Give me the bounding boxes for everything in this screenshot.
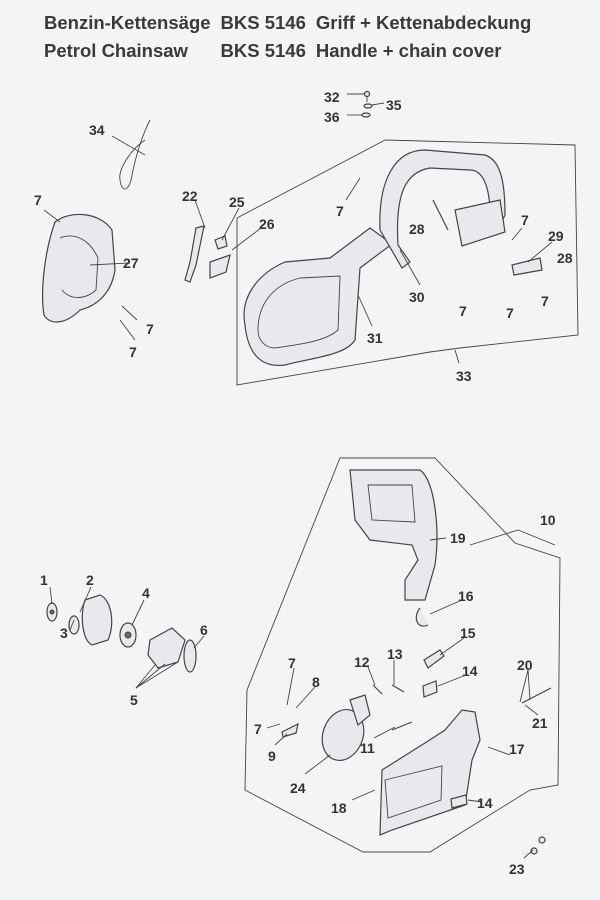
title-section-en: Handle + chain cover bbox=[315, 40, 502, 61]
part-25 bbox=[214, 235, 228, 250]
label-29: 29 bbox=[548, 228, 564, 244]
screw-parts-32-36 bbox=[347, 90, 385, 118]
label-31: 31 bbox=[367, 330, 383, 346]
label-6: 6 bbox=[200, 622, 208, 638]
label-18: 18 bbox=[331, 800, 347, 816]
label-23: 23 bbox=[509, 861, 525, 877]
label-9: 9 bbox=[268, 748, 276, 764]
label-4: 4 bbox=[142, 585, 150, 601]
part-24-brake-band bbox=[321, 709, 365, 761]
clutch-parts bbox=[46, 594, 197, 673]
label-3: 3 bbox=[60, 625, 68, 641]
label-17: 17 bbox=[509, 741, 525, 757]
part-31-rear-handle bbox=[243, 227, 394, 367]
label-7: 7 bbox=[129, 344, 137, 360]
label-7: 7 bbox=[254, 721, 262, 737]
spring-29 bbox=[511, 257, 543, 276]
part-12-pin bbox=[372, 684, 383, 695]
part-number-labels: 32 35 36 34 7 22 25 26 7 28 7 29 28 27 3… bbox=[34, 89, 573, 877]
label-2: 2 bbox=[86, 572, 94, 588]
part-13-screw bbox=[391, 684, 405, 693]
part-14-lower bbox=[450, 794, 468, 809]
label-24: 24 bbox=[290, 780, 306, 796]
part-20-bolt bbox=[521, 687, 552, 704]
label-7: 7 bbox=[459, 303, 467, 319]
label-14: 14 bbox=[477, 795, 493, 811]
title-section-de: Griff + Kettenabdeckung bbox=[315, 12, 532, 33]
part-9-lever bbox=[281, 722, 299, 738]
label-7: 7 bbox=[336, 203, 344, 219]
part-24-linkage bbox=[349, 694, 371, 727]
part-14-upper bbox=[422, 680, 438, 698]
title-model-de: BKS 5146 bbox=[220, 12, 306, 33]
label-1: 1 bbox=[40, 572, 48, 588]
cable-34 bbox=[119, 119, 151, 190]
assembly-33-outline bbox=[236, 139, 579, 386]
part-27-cover bbox=[42, 213, 116, 323]
label-14: 14 bbox=[462, 663, 478, 679]
part-16-spring bbox=[415, 607, 429, 627]
label-8: 8 bbox=[312, 674, 320, 690]
label-26: 26 bbox=[259, 216, 275, 232]
part-30-bracket bbox=[454, 199, 506, 247]
part-23-nut bbox=[538, 836, 546, 844]
label-34: 34 bbox=[89, 122, 105, 138]
label-7: 7 bbox=[34, 192, 42, 208]
label-15: 15 bbox=[460, 625, 476, 641]
label-35: 35 bbox=[386, 97, 402, 113]
title-model-en: BKS 5146 bbox=[220, 40, 306, 61]
assembly-10-outline bbox=[244, 457, 561, 853]
label-13: 13 bbox=[387, 646, 403, 662]
title-product-de: Benzin-Kettensäge bbox=[44, 12, 211, 33]
label-28: 28 bbox=[409, 221, 425, 237]
label-32: 32 bbox=[324, 89, 340, 105]
label-22: 22 bbox=[182, 188, 198, 204]
label-19: 19 bbox=[450, 530, 466, 546]
label-33: 33 bbox=[456, 368, 472, 384]
label-5: 5 bbox=[130, 692, 138, 708]
label-7: 7 bbox=[506, 305, 514, 321]
part-26 bbox=[209, 254, 231, 279]
label-10: 10 bbox=[540, 512, 556, 528]
label-7: 7 bbox=[288, 655, 296, 671]
label-25: 25 bbox=[229, 194, 245, 210]
title-product-en: Petrol Chainsaw bbox=[44, 40, 188, 61]
part-19-handguard bbox=[349, 469, 438, 601]
label-27: 27 bbox=[123, 255, 139, 271]
label-20: 20 bbox=[517, 657, 533, 673]
label-11: 11 bbox=[360, 740, 375, 756]
title-block: Benzin-Kettensäge BKS 5146 Griff + Kette… bbox=[44, 12, 531, 62]
label-36: 36 bbox=[324, 109, 340, 125]
label-21: 21 bbox=[532, 715, 548, 731]
label-16: 16 bbox=[458, 588, 474, 604]
label-7: 7 bbox=[541, 293, 549, 309]
label-7: 7 bbox=[521, 212, 529, 228]
label-7: 7 bbox=[146, 321, 154, 337]
part-22-lever bbox=[184, 225, 205, 283]
label-28: 28 bbox=[557, 250, 573, 266]
spring-28 bbox=[432, 199, 449, 231]
label-30: 30 bbox=[409, 289, 425, 305]
part-11-spring bbox=[391, 721, 413, 731]
leader-lines bbox=[43, 135, 556, 859]
part-15 bbox=[423, 649, 445, 669]
label-12: 12 bbox=[354, 654, 370, 670]
